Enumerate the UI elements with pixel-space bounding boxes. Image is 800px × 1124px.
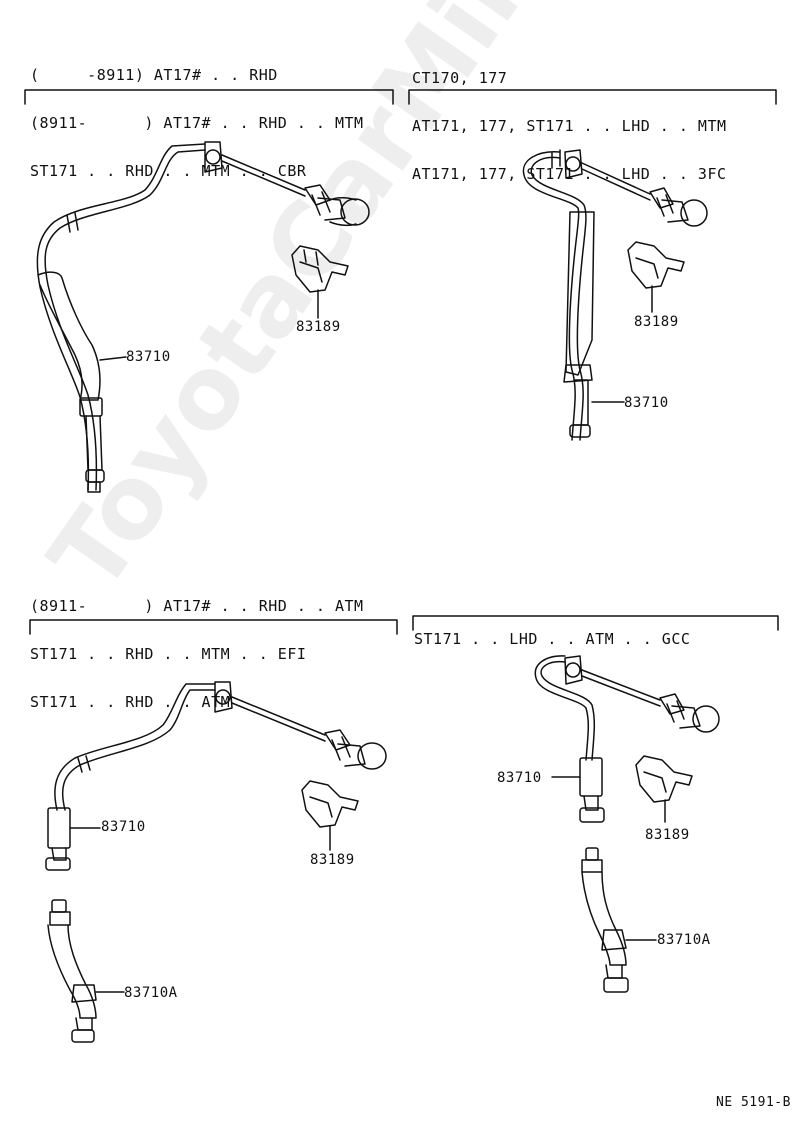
panel-2-cable-83710 [522, 149, 595, 441]
panel-1-cable-83710 [36, 143, 206, 493]
panel-2-sensor-assembly [564, 149, 708, 227]
panel-4-label-83710a: 83710A [657, 932, 711, 948]
panel-2-clamp-83189 [627, 241, 685, 313]
panel-4-header-line-1: ST171 . . LHD . . ATM . . GCC [414, 630, 691, 648]
panel-3-header-line-3: ST171 . . RHD . . ATM [30, 693, 231, 711]
panel-4-clamp-83189 [635, 755, 693, 823]
panel-4-header: ST171 . . LHD . . ATM . . GCC [414, 599, 690, 679]
panel-3-label-83710a: 83710A [124, 985, 178, 1001]
panel-2-label-83189: 83189 [634, 314, 679, 330]
panel-4-cable-83710a [581, 847, 657, 993]
panel-2-header-line-2: AT171, 177, ST171 . . LHD . . MTM [412, 117, 727, 135]
panel-2-header-line-1: CT170, 177 [412, 69, 508, 87]
panel-3-cable-83710a [47, 899, 125, 1043]
panel-4-bracket [412, 615, 779, 631]
panel-3-bracket [29, 619, 398, 635]
panel-3-header-line-2: ST171 . . RHD . . MTM . . EFI [30, 645, 307, 663]
diagram-reference-code: NE 5191-B [716, 1095, 791, 1110]
panel-3-label-83189: 83189 [310, 852, 355, 868]
panel-1-bracket [24, 89, 394, 105]
panel-3-header-line-1: (8911- ) AT17# . . RHD . . ATM [30, 597, 364, 615]
panel-1-label-83189: 83189 [296, 319, 341, 335]
panel-1-header: ( -8911) AT17# . . RHD (8911- ) AT17# . … [30, 35, 364, 211]
panel-2-header: CT170, 177 AT171, 177, ST171 . . LHD . .… [412, 38, 727, 214]
panel-1-leader-83710 [99, 356, 127, 361]
panel-3-sensor-assembly [214, 681, 387, 770]
panel-4-label-83189: 83189 [645, 827, 690, 843]
panel-2-header-line-3: AT171, 177, ST171 . . LHD . . 3FC [412, 165, 727, 183]
panel-1-label-83710: 83710 [126, 349, 171, 365]
panel-2-label-83710: 83710 [624, 395, 669, 411]
panel-2-bracket [408, 89, 777, 105]
panel-1-header-line-1: ( -8911) AT17# . . RHD [30, 66, 278, 84]
panel-4-label-83710: 83710 [497, 770, 542, 786]
panel-3-label-83710: 83710 [101, 819, 146, 835]
panel-1-header-line-3: ST171 . . RHD . . MTM . . CBR [30, 162, 307, 180]
panel-1-header-line-2: (8911- ) AT17# . . RHD . . MTM [30, 114, 364, 132]
panel-3-header: (8911- ) AT17# . . RHD . . ATM ST171 . .… [30, 566, 364, 742]
panel-1-sensor-assembly [204, 141, 370, 227]
panel-4-sensor-assembly [564, 655, 720, 733]
panel-1-clamp-83189 [291, 245, 349, 319]
panel-3-clamp-83189 [301, 780, 359, 851]
